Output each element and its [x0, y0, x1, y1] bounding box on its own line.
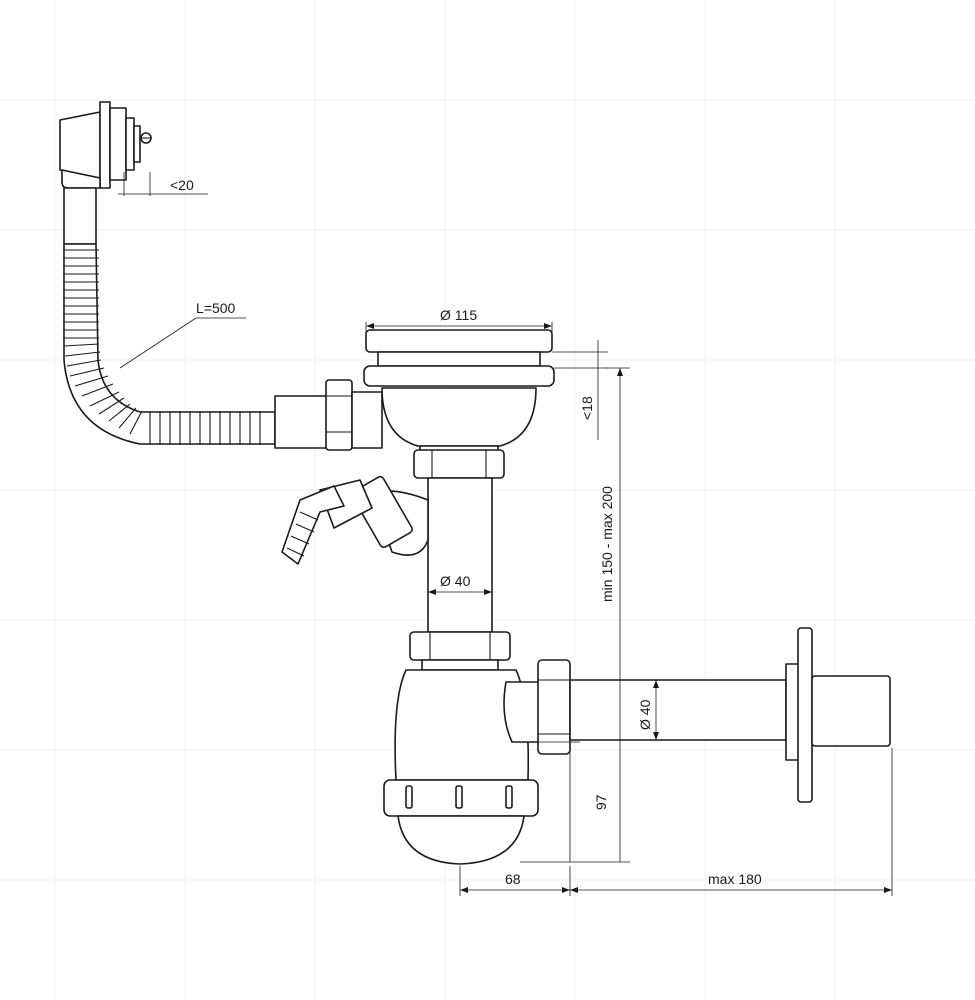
bottle-trap	[383, 669, 539, 865]
dimension-trap-height: 97	[520, 741, 630, 863]
dimension-strainer-diameter: Ø 115	[365, 307, 553, 344]
dimension-hose-length: L=500	[119, 300, 246, 369]
dimension-trap-height-label: 97	[593, 794, 609, 810]
vertical-drain-tube	[427, 477, 493, 633]
appliance-hose-connector	[281, 475, 429, 565]
dimension-overflow-offset: <20	[118, 172, 208, 196]
dimension-sink-thickness: <18	[552, 340, 608, 440]
dimension-overflow-offset-label: <20	[170, 177, 194, 193]
dimension-strainer-diameter-label: Ø 115	[440, 307, 477, 323]
dimension-height-range-label: min 150 - max 200	[599, 486, 615, 602]
overflow-fitting	[59, 101, 152, 189]
dimension-outlet-diameter-label: Ø 40	[637, 699, 653, 730]
dimension-trap-offset-label: 68	[505, 871, 521, 887]
sink-strainer	[363, 329, 555, 459]
upper-coupling-nut	[413, 449, 505, 479]
overflow-coupling-nut	[325, 379, 383, 451]
dimension-outlet-diameter: Ø 40	[600, 679, 664, 741]
dimension-horizontal: 68 max 180	[459, 748, 893, 896]
corrugated-overflow-hose	[63, 187, 328, 449]
dimension-hose-length-label: L=500	[196, 300, 236, 316]
dimension-sink-thickness-label: <18	[579, 396, 595, 420]
outlet-pipe	[503, 627, 891, 803]
dimension-tube-diameter-label: Ø 40	[440, 573, 471, 589]
dimension-outlet-length-label: max 180	[708, 871, 762, 887]
dimension-height-range: min 150 - max 200	[599, 367, 630, 862]
lower-coupling-nut	[409, 631, 511, 671]
dimension-tube-diameter: Ø 40	[428, 573, 492, 595]
